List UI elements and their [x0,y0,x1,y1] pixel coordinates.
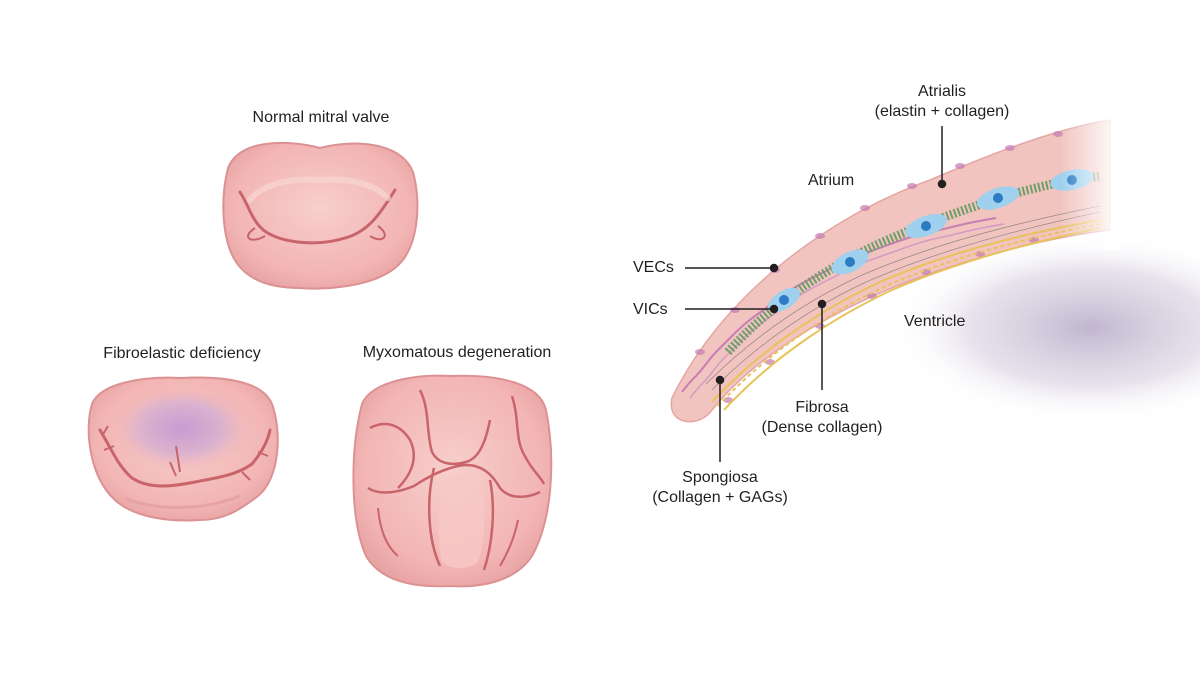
vecs-label: VECs [633,259,674,276]
ventricle-label: Ventricle [904,313,966,330]
spongiosa-title: Spongiosa [682,469,758,486]
fibrosa-label: Fibrosa (Dense collagen) [762,398,883,438]
spongiosa-label: Spongiosa (Collagen + GAGs) [652,468,788,508]
leader-lines [685,126,947,462]
myxomatous-valve-illustration [352,374,553,588]
atrialis-title: Atrialis [917,83,966,100]
spongiosa-subtitle: (Collagen + GAGs) [652,489,788,506]
atrium-label: Atrium [808,172,855,189]
atrialis-label: Atrialis (elastin + collagen) [875,82,1010,122]
leaflet-cross-section [670,100,1120,423]
vics-label: VICs [633,301,668,318]
normal-valve-label: Normal mitral valve [252,109,390,126]
myxomatous-label: Myxomatous degeneration [362,344,552,361]
fibroelastic-label: Fibroelastic deficiency [103,345,261,362]
normal-valve-illustration [222,141,419,290]
fibroelastic-valve-illustration [87,376,279,522]
fibrosa-title: Fibrosa [795,399,849,416]
atrialis-subtitle: (elastin + collagen) [874,103,1010,120]
fibrosa-subtitle: (Dense collagen) [761,419,883,436]
